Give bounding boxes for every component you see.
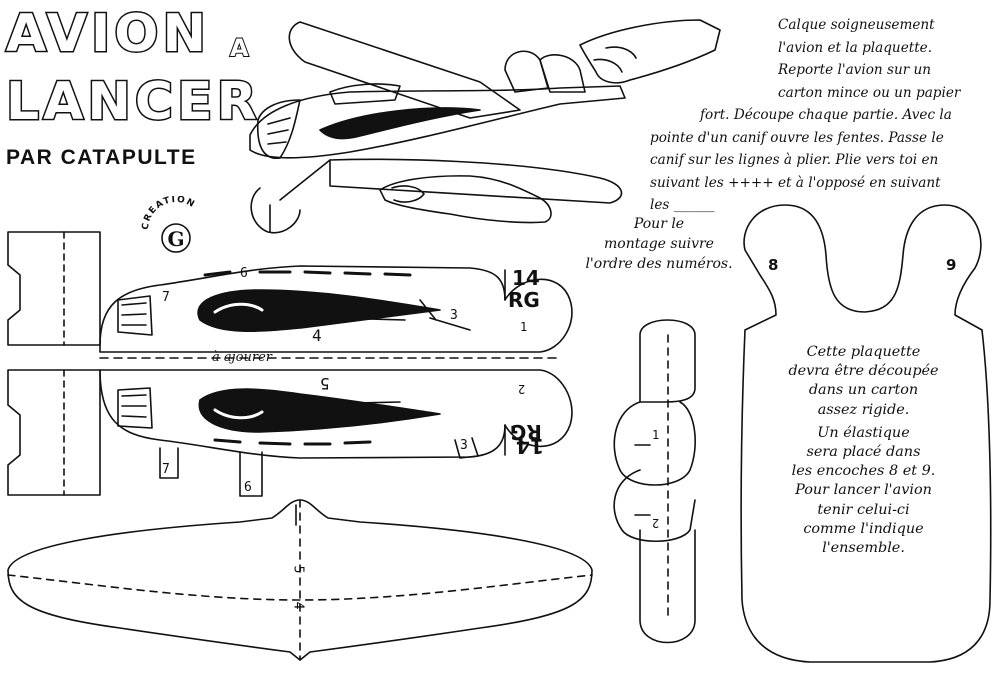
assembly-note: Pour le montage suivre l'ordre des numér… [574,214,744,274]
assembly-line-3: l'ordre des numéros. [585,256,733,272]
plate-line-10: comme l'indique [803,520,924,537]
notch-label-9: 9 [946,256,957,274]
instr-line-9: les ______ [650,197,715,213]
tail-mark-1: 1 [652,428,660,442]
tailplane-pattern [613,319,696,644]
part-number-5: 5 [320,374,330,393]
part-number-7-top: 7 [162,290,170,305]
wing-pattern [7,499,593,661]
part-number-7-tab: 7 [162,462,170,477]
assembled-plane-illustration [249,19,721,234]
title-line-1: AVION [4,4,211,64]
instr-line-7: canif sur les lignes à plier. Plie vers … [650,152,939,168]
part-number-3-tab: 3 [460,438,468,453]
title-line-2: LANCER [5,72,261,132]
part-number-6-tab: 6 [244,480,252,495]
assembly-line-2: montage suivre [604,236,714,252]
logo-emblem: CREATION G [141,195,196,253]
plate-line-5: Un élastique [817,424,910,441]
instr-line-5: fort. Découpe chaque partie. Avec la [700,107,952,123]
plate-line-9: tenir celui-ci [817,501,910,518]
registration-top-number: 14 [512,266,540,290]
logo-monogram: G [167,227,184,251]
assembly-line-1: Pour le [633,216,685,232]
plate-line-11: l'ensemble. [822,540,905,557]
registration-bottom-number: 14 [516,434,544,458]
plate-line-8: Pour lancer l'avion [795,482,932,499]
plate-line-1: Cette plaquette [806,344,921,360]
notch-label-8: 8 [768,256,779,274]
plate-instructions: Cette plaquette devra être découpée dans… [756,343,971,558]
plate-line-6: sera placé dans [806,444,921,461]
part-number-6-top: 6 [240,266,248,281]
title-subtitle: PAR CATAPULTE [6,146,197,169]
instr-line-1: Calque soigneusement [778,17,935,33]
tail-mark-2: 2 [652,516,660,530]
fuselage-pattern [7,231,573,497]
instr-line-3: Reporte l'avion sur un [778,62,932,78]
wing-number-5: 5 [290,565,306,574]
plate-line-2: devra être découpée [788,363,939,380]
cutout-label: à ajourer [212,350,272,365]
instr-line-2: l'avion et la plaquette. [778,39,933,56]
launcher-plate-pattern [740,204,992,663]
plate-line-7: les encoches 8 et 9. [791,463,936,480]
part-number-1: 1 [520,320,528,334]
title-connector: A [229,34,250,62]
instr-line-4: carton mince ou un papier [778,84,961,101]
part-number-3-top: 3 [450,308,458,323]
instr-line-8: suivant les ++++ et à l'opposé en suivan… [650,174,941,191]
instructions-text: Calque soigneusement l'avion et la plaqu… [650,14,998,217]
creation-logo: CREATION G [140,195,212,256]
part-number-4: 4 [312,326,322,345]
registration-top-code: RG [508,288,540,312]
plate-line-4: assez rigide. [817,401,910,418]
plate-line-3: dans un carton [808,382,919,399]
part-number-2: 2 [518,382,526,396]
instr-line-6: pointe d'un canif ouvre les fentes. Pass… [650,129,944,146]
wing-number-4: 4 [290,601,306,610]
